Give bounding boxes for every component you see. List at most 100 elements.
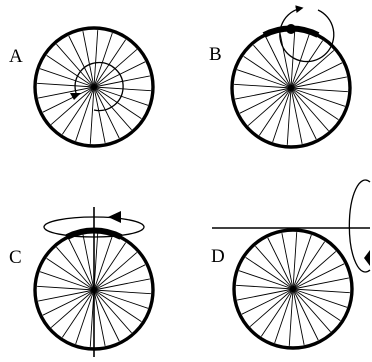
panel-c-wheel-spoke <box>93 289 132 334</box>
panel-d-wheel-spoke <box>281 233 294 290</box>
panel-b-wheel-spoke <box>290 76 347 89</box>
panel-c-wheel-spoke <box>56 246 95 291</box>
panel-b-wheel-spoke <box>290 87 348 93</box>
panel-c-wheel-spoke <box>50 289 95 328</box>
panel-b-wheel-spoke <box>243 55 292 89</box>
panel-d-wheel-spoke <box>255 245 294 290</box>
panel-c-wheel-spoke <box>37 285 95 291</box>
panel-d-rotation-ellipse <box>348 179 371 273</box>
panel-a-wheel-spoke <box>93 30 99 88</box>
panel-d-wheel-spoke <box>267 237 294 290</box>
panel-b-wheel-spoke <box>290 40 324 89</box>
panel-a-wheel-spoke <box>39 68 95 88</box>
panel-d: D <box>211 179 371 350</box>
panel-b-wheel-spoke <box>290 87 317 140</box>
panel-c-arrowhead-icon <box>108 211 121 223</box>
panel-a-label: A <box>9 46 23 67</box>
panel-a-wheel-spoke <box>93 75 150 88</box>
panel-c-wheel-spoke <box>42 289 95 316</box>
panel-a-wheel-spoke <box>93 86 132 131</box>
panel-a-wheel-spoke <box>50 86 95 125</box>
panel-b-wheel-spoke <box>290 87 339 121</box>
panel-b-wheel-hub <box>289 86 293 90</box>
panel-a-wheel-spoke <box>46 54 95 88</box>
panel-d-wheel-spoke <box>292 263 345 290</box>
panel-a-arrowhead-icon <box>70 93 81 100</box>
panel-c-wheel-spoke <box>93 252 138 291</box>
panel-a-wheel-spoke <box>93 86 120 139</box>
panel-b-wheel-spoke <box>236 69 292 89</box>
panel-a-wheel <box>33 26 155 148</box>
panel-d-wheel-spoke <box>292 288 319 341</box>
panel-a-rotation-arrow <box>74 61 124 112</box>
panel-a: A <box>9 26 155 148</box>
panel-b-wheel-spoke <box>290 87 346 107</box>
panel-b-wheel-spoke <box>290 87 303 144</box>
panel-d-wheel-spoke <box>288 288 294 346</box>
panel-d-wheel-hub <box>291 287 295 291</box>
panel-c-wheel-spoke <box>75 289 95 345</box>
panel-d-wheel-spoke <box>292 251 337 290</box>
panel-b: B <box>209 5 352 149</box>
panel-a-wheel-spoke <box>93 86 106 143</box>
panel-c-wheel-spoke <box>93 242 127 291</box>
panel-d-wheel-spoke <box>260 288 294 337</box>
panel-d-wheel-spoke <box>292 288 350 294</box>
panel-b-wheel-spoke <box>279 32 292 89</box>
panel-d-wheel-spoke <box>292 241 326 290</box>
panel-c-wheel-spoke <box>68 238 95 291</box>
panel-a-wheel-spoke <box>93 32 113 88</box>
panel-c-wheel-spoke <box>46 257 95 291</box>
panel-d-wheel-spoke <box>237 288 294 301</box>
panel-d-wheel-spoke <box>245 256 294 290</box>
panel-b-label: B <box>209 44 222 65</box>
panel-a-wheel-spoke <box>37 82 95 88</box>
panel-d-wheel-spoke <box>238 270 294 290</box>
panel-d-wheel-spoke <box>274 288 294 344</box>
panel-c-wheel-spoke <box>93 289 142 323</box>
panel-d-arrowhead-icon <box>364 250 370 266</box>
panel-d-wheel-spoke <box>292 232 298 290</box>
panel-b-wheel-spoke <box>234 83 292 89</box>
panel-c-wheel-spoke <box>93 235 113 291</box>
panel-b-wheel-spoke <box>286 87 292 145</box>
panel-b-rotation-loop <box>279 5 335 63</box>
panel-b-wheel-spoke <box>253 44 292 89</box>
panel-b-wheel-spoke <box>247 87 292 126</box>
panel-a-wheel-spoke <box>42 86 95 113</box>
panel-a-wheel-rim <box>33 26 155 148</box>
panel-a-wheel-spoke <box>56 43 95 88</box>
panel-c-rotation-ellipse <box>43 216 145 238</box>
panel-b-wheel-spoke <box>239 87 292 114</box>
panel-b-wheel-spoke <box>235 87 292 100</box>
panel-d-wheel-spoke <box>236 284 294 290</box>
panel-d-wheel-spoke <box>292 288 341 322</box>
panel-c-wheel-spoke <box>39 271 95 291</box>
panel-c-wheel-spoke <box>93 289 120 342</box>
panel-d-wheel-spoke <box>292 234 312 290</box>
panel-d-wheel-spoke <box>249 288 294 327</box>
panel-b-pivot-dot <box>286 24 296 34</box>
panel-a-wheel-spoke <box>82 31 95 88</box>
panel-a-wheel-spoke <box>93 39 127 88</box>
panel-c-wheel-spoke <box>82 234 95 291</box>
panel-b-wheel-spoke <box>272 87 292 143</box>
panel-c: C <box>9 207 155 357</box>
panel-d-wheel-spoke <box>292 288 305 345</box>
panel-c-wheel-spoke <box>93 278 150 291</box>
panel-a-wheel-spoke <box>38 86 95 99</box>
panel-a-wheel-spoke <box>75 86 95 142</box>
panel-a-wheel-hub <box>92 85 96 89</box>
panel-b-wheel-spoke <box>290 31 296 89</box>
panel-c-wheel-spoke <box>38 289 95 302</box>
panel-b-wheel-spoke <box>290 62 343 89</box>
panel-d-wheel-rim <box>232 228 354 350</box>
panel-c-wheel-spoke <box>93 289 149 309</box>
panel-d-wheel-spoke <box>292 288 331 333</box>
panel-b-wheel-spoke <box>265 36 292 89</box>
panel-a-wheel-spoke <box>68 35 95 88</box>
panel-d-label: D <box>211 246 225 267</box>
panel-b-wheel-spoke <box>290 87 329 132</box>
panel-d-wheel <box>232 228 354 350</box>
